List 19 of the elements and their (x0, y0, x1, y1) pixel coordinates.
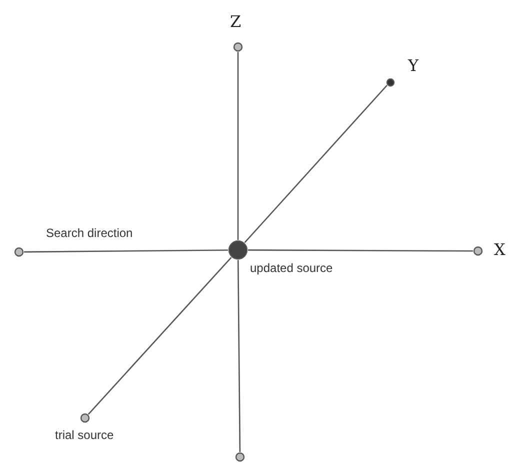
point-marker (228, 240, 248, 260)
axis-label: Z (230, 12, 242, 31)
axis-line (237, 260, 241, 452)
edge-label: Search direction (46, 226, 133, 240)
axis-line (244, 84, 388, 244)
axis-line (248, 249, 473, 252)
point-label: updated source (250, 261, 333, 275)
point-marker (14, 247, 24, 257)
point-label: trial source (55, 428, 114, 442)
point-marker (473, 246, 483, 256)
axis-line (237, 52, 239, 240)
point-marker (80, 413, 90, 423)
point-marker (235, 452, 245, 462)
axis-line (24, 249, 228, 253)
point-marker (233, 42, 243, 52)
axis-line (88, 256, 232, 415)
axis-label: Y (408, 56, 419, 75)
axis-label: X (494, 240, 506, 259)
point-marker (386, 78, 394, 86)
